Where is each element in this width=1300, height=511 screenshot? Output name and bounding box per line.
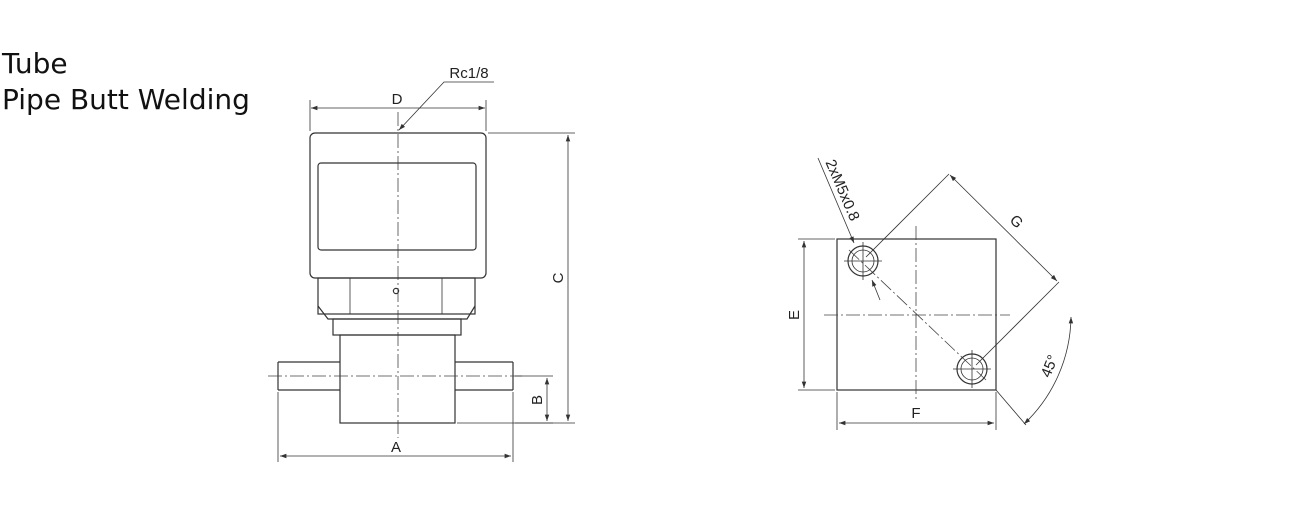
title-line-2: Pipe Butt Welding xyxy=(2,83,250,116)
vent-hole xyxy=(392,287,400,295)
hex-nut xyxy=(317,277,476,315)
dim-c-label: C xyxy=(550,272,567,283)
bottom-diagonal-center-line xyxy=(848,249,987,381)
dim-g-label: G xyxy=(1006,212,1026,232)
bottom-view: 2xM5x0.8 G E F 45° xyxy=(786,157,1074,430)
dim-d-label: D xyxy=(392,91,403,108)
port-thread-leader xyxy=(398,81,494,131)
display-window xyxy=(317,162,477,251)
dim-f-label: F xyxy=(911,405,920,422)
valve-body xyxy=(339,334,456,424)
mounting-face xyxy=(836,238,997,391)
dim-g-line xyxy=(949,174,1058,282)
dim-b-label: B xyxy=(529,395,546,405)
port-thread-label: Rc1/8 xyxy=(449,65,488,82)
dim-e-label: E xyxy=(786,310,803,320)
diagram-title: Tube Pipe Butt Welding xyxy=(2,46,250,118)
front-view: D Rc1/8 C B A xyxy=(268,65,575,462)
mount-thread-label: 2xM5x0.8 xyxy=(822,157,863,224)
mount-thread-leader xyxy=(817,157,855,244)
title-line-1: Tube xyxy=(2,47,68,80)
angle-arc xyxy=(1023,316,1074,425)
collar xyxy=(332,318,462,336)
dim-a-label: A xyxy=(391,439,401,456)
